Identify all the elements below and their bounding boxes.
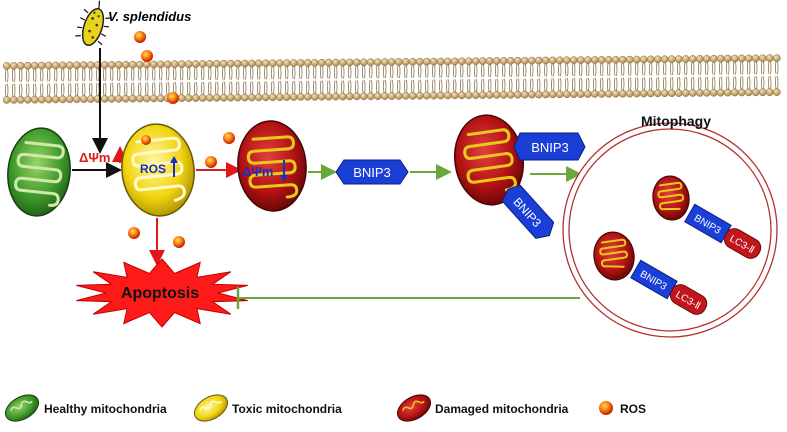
ros-icon	[141, 50, 153, 62]
bacterium-icon	[75, 0, 111, 47]
bnip3-lc3-complex: BNIP3 LC3-Ⅱ	[630, 259, 708, 315]
membrane-potential-label: ΔΨm	[79, 150, 110, 165]
damaged-mitochondrion-bnip3	[454, 114, 524, 206]
bnip3-label: BNIP3	[353, 165, 391, 180]
legend-ros-label: ROS	[620, 402, 646, 416]
legend: Healthy mitochondria Toxic mitochondria …	[4, 394, 646, 422]
ros-icon	[134, 31, 146, 43]
toxic-mitochondria-icon	[193, 394, 229, 422]
apoptosis-burst: Apoptosis	[76, 258, 248, 328]
inhibition-line	[236, 287, 580, 309]
ros-icon	[599, 401, 613, 415]
cell-membrane	[2, 54, 781, 104]
ros-icon	[128, 227, 140, 239]
ros-icon	[205, 156, 217, 168]
toxic-mitochondrion	[121, 123, 195, 217]
autophagosome	[562, 122, 778, 338]
damaged-mitochondrion	[237, 120, 307, 212]
ros-icon	[141, 135, 151, 145]
healthy-mitochondrion	[7, 127, 71, 217]
membrane-potential-label-2: ΔΨm	[242, 164, 273, 179]
legend-damaged-label: Damaged mitochondria	[435, 402, 569, 416]
apoptosis-label: Apoptosis	[121, 285, 199, 302]
bnip3-badge: BNIP3	[501, 184, 555, 239]
ros-icon	[173, 236, 185, 248]
ros-icon	[223, 132, 235, 144]
healthy-mitochondria-icon	[4, 394, 40, 422]
engulfed-mitochondrion	[593, 231, 635, 281]
legend-toxic-label: Toxic mitochondria	[232, 402, 342, 416]
bnip3-badge: BNIP3	[513, 132, 586, 161]
bacterium-label: V. splendidus	[108, 9, 191, 24]
ros-icon	[167, 92, 179, 104]
bnip3-badge: BNIP3	[335, 159, 409, 185]
damaged-mitochondria-icon	[396, 394, 432, 422]
engulfed-mitochondrion	[652, 175, 690, 221]
mitophagy-label: Mitophagy	[641, 113, 711, 129]
bnip3-label: BNIP3	[531, 140, 569, 155]
legend-healthy-label: Healthy mitochondria	[44, 402, 167, 416]
ros-label: ROS	[140, 162, 166, 176]
